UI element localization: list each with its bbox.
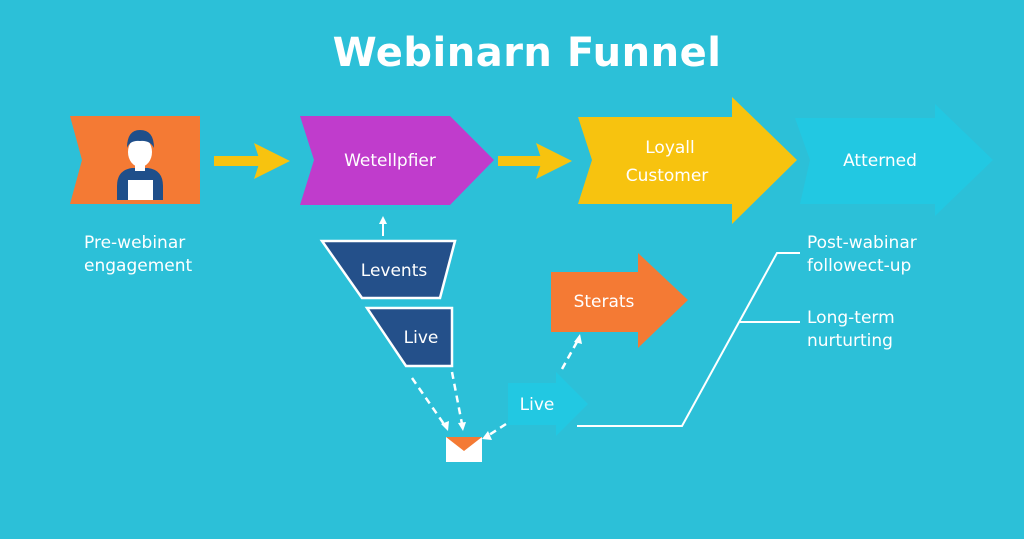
caption-pre-webinar-line2: engagement bbox=[84, 256, 193, 276]
stage-wetellpfier: Wetellpfier bbox=[300, 116, 494, 205]
connector-arrow-1 bbox=[214, 143, 290, 179]
orange-arrow-sterats: Sterats bbox=[551, 253, 688, 348]
note-post-webinar: Post-wabinar followect-up bbox=[807, 232, 917, 278]
person-laptop-icon bbox=[117, 130, 163, 200]
stage-loyal-customer: Loyall Customer bbox=[578, 97, 797, 224]
stage-loyal-customer-label-line2: Customer bbox=[626, 166, 709, 186]
connector-arrow-2 bbox=[498, 143, 572, 179]
up-arrow-icon bbox=[379, 216, 387, 236]
dashed-connectors bbox=[410, 339, 580, 439]
stage-atterned: Atterned bbox=[795, 104, 993, 216]
orange-arrow-shape bbox=[551, 253, 688, 348]
funnel-top: Levents bbox=[319, 239, 457, 300]
stage-atterned-label: Atterned bbox=[843, 151, 917, 171]
stage-loyal-customer-label-line1: Loyall bbox=[645, 138, 695, 158]
note-long-term-line1: Long-term bbox=[807, 308, 895, 328]
note-long-term-line2: nurturting bbox=[807, 331, 893, 351]
stage-wetellpfier-shape bbox=[300, 116, 494, 205]
cyan-arrow-label: Live bbox=[520, 395, 555, 415]
funnel-top-shape bbox=[319, 239, 457, 300]
cyan-arrow-shape bbox=[508, 372, 588, 436]
note-post-webinar-line2: followect-up bbox=[807, 256, 912, 276]
funnel-bottom-shape bbox=[364, 306, 454, 368]
diagram-title: Webinarn Funnel bbox=[332, 30, 722, 76]
funnel-bottom: Live bbox=[364, 306, 454, 368]
funnel-bottom-label: Live bbox=[404, 328, 439, 348]
bracket-lines bbox=[577, 252, 800, 427]
funnel-top-label: Levents bbox=[361, 261, 428, 281]
caption-pre-webinar-line1: Pre-webinar bbox=[84, 233, 186, 253]
stage-pre-webinar bbox=[70, 116, 200, 204]
stage-wetellpfier-label: Wetellpfier bbox=[344, 151, 436, 171]
stage-atterned-shape bbox=[795, 104, 993, 216]
envelope-icon bbox=[446, 437, 482, 462]
note-long-term: Long-term nurturting bbox=[807, 307, 895, 353]
note-post-webinar-line1: Post-wabinar bbox=[807, 233, 917, 253]
orange-arrow-label: Sterats bbox=[574, 292, 635, 312]
cyan-arrow-live: Live bbox=[508, 372, 588, 436]
caption-pre-webinar: Pre-webinar engagement bbox=[84, 232, 192, 278]
stage-loyal-customer-shape bbox=[578, 97, 797, 224]
